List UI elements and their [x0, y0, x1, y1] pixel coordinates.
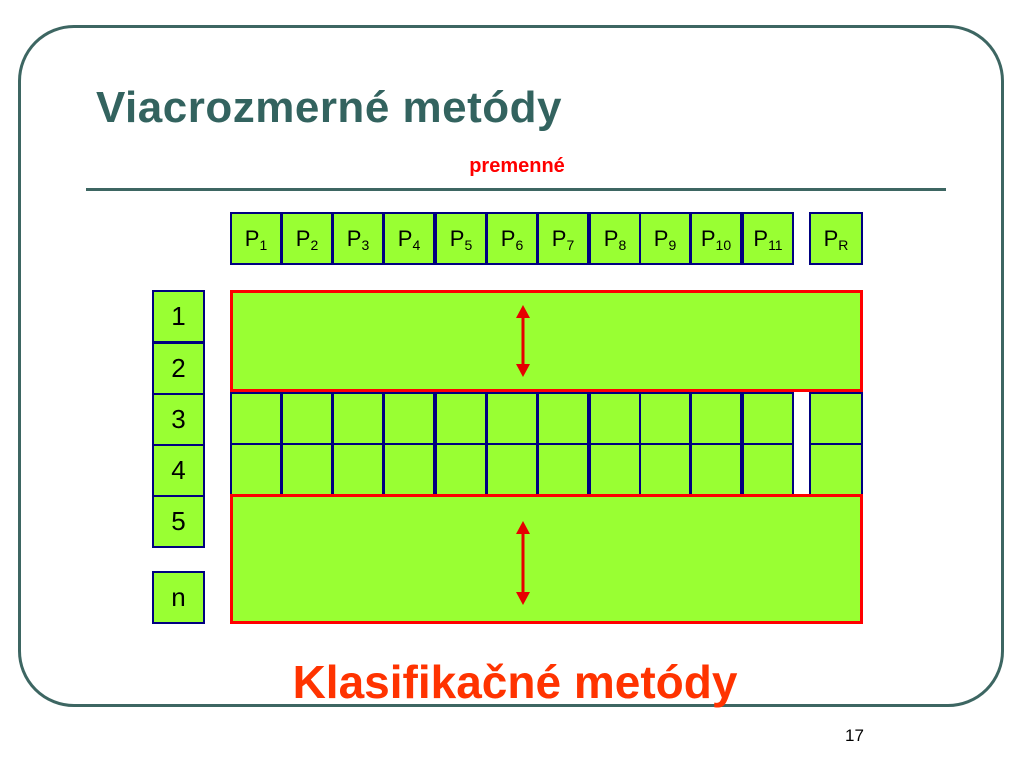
matrix-cell — [281, 443, 333, 496]
title-divider — [86, 188, 946, 191]
variable-letter: P — [700, 225, 716, 251]
matrix-cell-response — [809, 392, 863, 445]
matrix-cell — [230, 392, 282, 445]
page-number: 17 — [845, 726, 864, 745]
top-cluster-band — [230, 290, 863, 392]
variable-index: 3 — [361, 236, 370, 253]
variable-index: 7 — [566, 236, 575, 253]
variables-label: premenné — [0, 155, 1024, 178]
matrix-cell — [690, 392, 742, 445]
method-heading-text: Klasifikačné metódy — [292, 656, 738, 708]
matrix-cell — [281, 392, 333, 445]
row-label-1: 1 — [152, 290, 205, 343]
row-label-2: 2 — [152, 342, 205, 395]
matrix-cell — [435, 443, 487, 496]
variable-letter: P — [653, 225, 669, 251]
matrix-cell — [332, 392, 384, 445]
variable-letter: P — [500, 225, 516, 251]
variable-letter: P — [753, 225, 769, 251]
matrix-cell — [435, 392, 487, 445]
slide-title: Viacrozmerné metódy — [96, 83, 562, 132]
matrix-cell — [537, 443, 589, 496]
row-label-5: 5 — [152, 495, 205, 548]
matrix-cell — [639, 392, 691, 445]
matrix-cell — [486, 392, 538, 445]
method-heading: Klasifikačné metódy — [0, 652, 1024, 712]
variable-index: 6 — [515, 236, 524, 253]
matrix-cell — [383, 392, 435, 445]
variable-index: 11 — [768, 236, 783, 253]
matrix-cell — [589, 443, 641, 496]
matrix-cell — [486, 443, 538, 496]
matrix-cell — [537, 392, 589, 445]
matrix-cell — [230, 443, 282, 496]
matrix-cell — [639, 443, 691, 496]
row-label-4: 4 — [152, 444, 205, 497]
variable-letter: P — [823, 225, 839, 251]
row-label-n: n — [152, 571, 205, 624]
matrix-cell — [332, 443, 384, 496]
variable-index: 10 — [715, 236, 732, 253]
variable-index: R — [838, 236, 849, 253]
matrix-cell-response — [809, 443, 863, 496]
matrix-cell — [589, 392, 641, 445]
variable-index: 8 — [618, 236, 627, 253]
variable-letter: P — [346, 225, 362, 251]
variable-letter: P — [397, 225, 413, 251]
variable-letter: P — [449, 225, 465, 251]
matrix-cell — [742, 443, 794, 496]
matrix-cell — [742, 392, 794, 445]
variables-label-text: premenné — [469, 155, 565, 177]
variable-letter: P — [603, 225, 619, 251]
variable-letter: P — [295, 225, 311, 251]
double-arrow-icon — [516, 305, 530, 377]
slide-frame — [18, 25, 1004, 707]
matrix-cell — [383, 443, 435, 496]
variable-index: 5 — [464, 236, 473, 253]
variable-index: 2 — [310, 236, 319, 253]
variable-index: 9 — [668, 236, 677, 253]
variable-index: 4 — [412, 236, 421, 253]
double-arrow-icon — [516, 521, 530, 605]
matrix-cell — [690, 443, 742, 496]
row-label-3: 3 — [152, 393, 205, 446]
variable-letter: P — [551, 225, 567, 251]
bottom-cluster-band — [230, 494, 863, 624]
variable-index: 1 — [259, 236, 268, 253]
variable-letter: P — [244, 225, 260, 251]
